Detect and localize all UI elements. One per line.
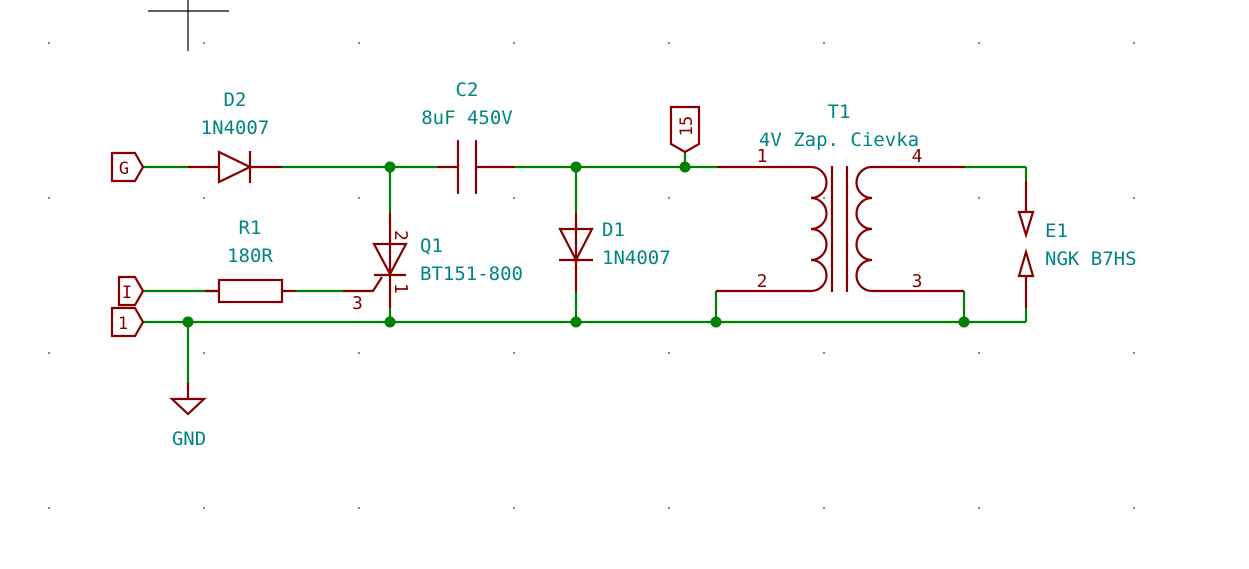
- resistor-R1[interactable]: R1 180R: [205, 217, 296, 304]
- grid-dot: [978, 197, 980, 199]
- GND-label: GND: [172, 428, 206, 450]
- grid-dot: [668, 197, 670, 199]
- grid-dot: [668, 507, 670, 509]
- grid-dot: [203, 352, 205, 354]
- ground-symbol[interactable]: GND: [169, 383, 207, 450]
- T1-pin-2: 2: [757, 271, 768, 292]
- T1-pin-4: 4: [912, 146, 923, 167]
- D2-value: 1N4007: [201, 117, 270, 139]
- label-1-text: 1: [118, 314, 128, 334]
- Q1-pin-gate: 3: [352, 293, 363, 314]
- hier-label-G[interactable]: G: [110, 151, 145, 183]
- diode-D1[interactable]: D1 1N4007: [558, 213, 671, 292]
- grid-dot: [823, 352, 825, 354]
- grid-dot: [978, 507, 980, 509]
- Q1-ref: Q1: [420, 235, 443, 257]
- junction-dot: [570, 161, 582, 173]
- label-I-text: I: [122, 283, 132, 303]
- T1-pin-1: 1: [757, 146, 768, 167]
- grid-dot: [358, 352, 360, 354]
- D1-ref: D1: [602, 219, 625, 241]
- junction-dot: [958, 316, 970, 328]
- grid-dot: [513, 197, 515, 199]
- grid-dot: [203, 197, 205, 199]
- grid-dot: [358, 197, 360, 199]
- grid-dot: [358, 42, 360, 44]
- label-15-text: 15: [677, 116, 697, 136]
- grid-dot: [513, 507, 515, 509]
- grid-dot: [48, 42, 50, 44]
- grid-dot: [203, 42, 205, 44]
- E1-ref: E1: [1045, 220, 1068, 242]
- grid-dot: [48, 507, 50, 509]
- capacitor-C2[interactable]: C2 8uF 450V: [421, 79, 515, 195]
- grid-dot: [1133, 197, 1135, 199]
- T1-ref: T1: [828, 101, 851, 123]
- grid-dot: [978, 352, 980, 354]
- R1-ref: R1: [239, 217, 262, 239]
- junction-dot: [710, 316, 722, 328]
- grid-dot: [203, 507, 205, 509]
- C2-value: 8uF 450V: [421, 107, 513, 129]
- spark-plug-E1[interactable]: E1 NGK B7HS: [1017, 181, 1137, 308]
- Q1-value: BT151-800: [420, 263, 523, 285]
- junction-dot: [570, 316, 582, 328]
- wires: [143, 152, 1028, 383]
- junctions: [182, 161, 970, 328]
- E1-value: NGK B7HS: [1045, 248, 1137, 270]
- grid-dot: [1133, 352, 1135, 354]
- T1-pin-3: 3: [912, 271, 923, 292]
- crosshair-cursor: [148, 0, 229, 51]
- D2-ref: D2: [224, 89, 247, 111]
- grid-dot: [823, 197, 825, 199]
- junction-dot: [384, 161, 396, 173]
- junction-dot: [679, 161, 691, 173]
- diode-D2[interactable]: D2 1N4007: [188, 89, 282, 184]
- R1-value: 180R: [227, 245, 273, 267]
- grid-dot: [823, 507, 825, 509]
- label-G-text: G: [119, 159, 129, 179]
- grid-dot: [1133, 42, 1135, 44]
- transformer-T1[interactable]: 1 2 3 4 T1 4V Zap. Cievka: [716, 101, 965, 293]
- D1-value: 1N4007: [602, 247, 671, 269]
- grid-dot: [668, 352, 670, 354]
- grid-dot: [48, 197, 50, 199]
- grid-dot: [1133, 507, 1135, 509]
- grid-dot: [513, 352, 515, 354]
- grid-dots: [48, 42, 1135, 509]
- grid-dot: [978, 42, 980, 44]
- junction-dot: [384, 316, 396, 328]
- grid-dot: [668, 42, 670, 44]
- hier-label-1[interactable]: 1: [110, 306, 145, 338]
- grid-dot: [823, 42, 825, 44]
- hier-label-I[interactable]: I: [117, 275, 145, 307]
- T1-value: 4V Zap. Cievka: [759, 129, 919, 151]
- Q1-pin-anode: 2: [390, 230, 411, 241]
- junction-dot: [182, 316, 194, 328]
- C2-ref: C2: [456, 79, 479, 101]
- Q1-pin-cathode: 1: [390, 283, 411, 294]
- thyristor-Q1[interactable]: 2 1 3 Q1 BT151-800: [343, 213, 523, 314]
- grid-dot: [513, 42, 515, 44]
- hier-label-15[interactable]: 15: [669, 105, 701, 154]
- grid-dot: [358, 507, 360, 509]
- grid-dot: [48, 352, 50, 354]
